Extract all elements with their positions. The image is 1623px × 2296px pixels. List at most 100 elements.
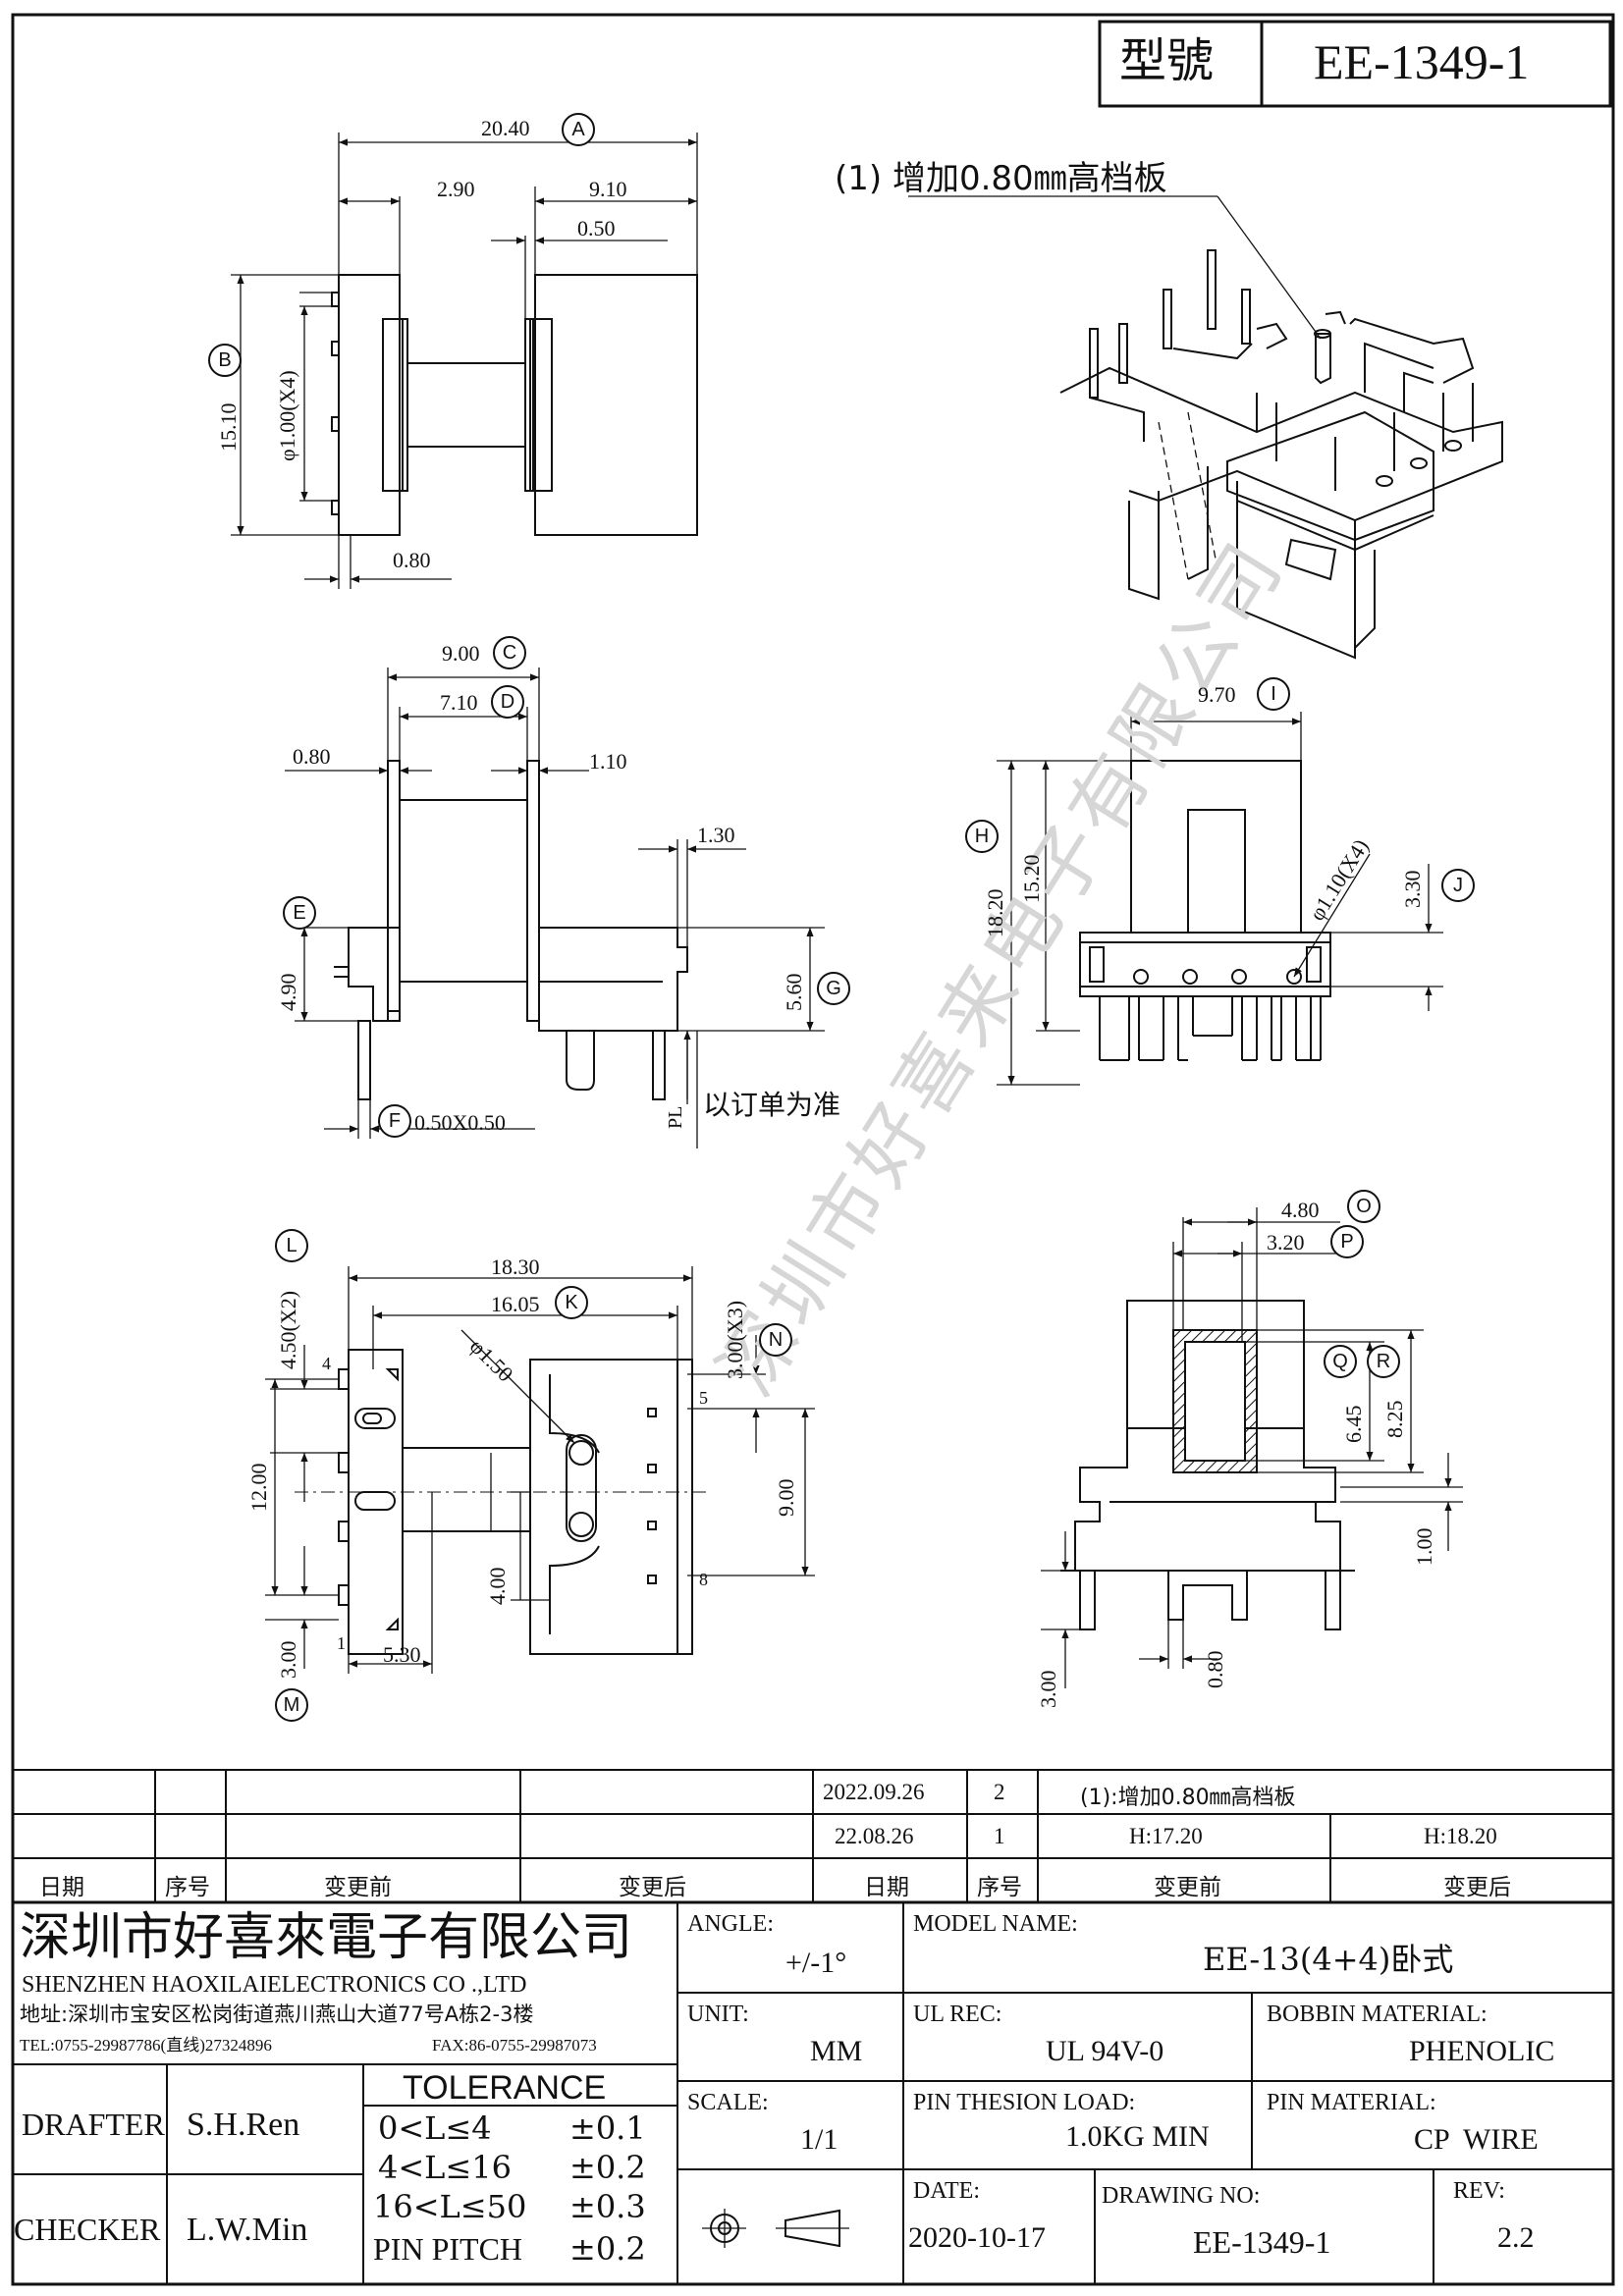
angle-label: ANGLE: [687,1911,774,1937]
dim-overall: 20.40 [481,116,530,140]
checker-label: CHECKER [14,2212,161,2247]
revision-table-lines [13,1769,1613,1904]
tag-a: A [562,113,595,146]
pin-8-label: 8 [699,1570,708,1589]
pinmat-label: PIN MATERIAL: [1267,2090,1436,2115]
tol-range-2: 16<L≤50 [373,2188,527,2225]
tol-value-2: ±0.3 [569,2188,646,2225]
tag-h: H [965,820,999,853]
dim-sec-p: 3.20 [1267,1230,1305,1255]
dim-bot-total: 18.30 [491,1255,540,1279]
company-fax: FAX:86-0755-29987073 [432,2036,597,2055]
tag-f: F [378,1104,411,1138]
rev2-before: (1):增加0.80㎜高档板 [1080,1786,1296,1810]
dim-side-left-flange: 0.80 [293,744,331,769]
rev-label: REV: [1453,2178,1505,2204]
tag-g: G [817,972,850,1005]
bobbin-value: PHENOLIC [1409,2035,1555,2067]
tol-value-0: ±0.1 [569,2109,646,2147]
pl-text: 以订单为准 [703,1089,841,1121]
tol-range-1: 4<L≤16 [378,2149,512,2186]
angle-value: +/-1° [785,1947,847,1979]
hdr-seq-right: 序号 [977,1875,1022,1900]
hdr-seq-left: 序号 [165,1875,210,1900]
tol-range-0: 0<L≤4 [378,2109,492,2147]
dim-sec-1: 1.00 [1412,1527,1436,1567]
model-label: 型號 [1119,33,1215,88]
dim-front-width: 9.70 [1198,682,1236,707]
rev1-seq: 1 [994,1824,1005,1848]
drawing-value: EE-1349-1 [1193,2224,1331,2260]
hdr-after-right: 变更后 [1443,1875,1511,1900]
scale-value: 1/1 [800,2123,839,2156]
model-name-label: MODEL NAME: [913,1911,1078,1937]
dim-sec-q: 6.45 [1341,1405,1366,1444]
bobbin-label: BOBBIN MATERIAL: [1267,2002,1488,2027]
dim-bot-m: 3.00 [276,1640,300,1680]
pin-5-label: 5 [699,1388,708,1408]
load-value: 1.0KG MIN [1065,2120,1210,2153]
dim-front-j: 3.30 [1400,870,1425,909]
checker-name: L.W.Min [187,2212,308,2248]
rev1-date: 22.08.26 [835,1824,914,1848]
isometric-view [908,195,1503,660]
dim-sec-08: 0.80 [1203,1650,1227,1689]
tag-m: M [275,1688,308,1722]
hdr-before-right: 变更前 [1154,1875,1221,1900]
rev-value: 2.2 [1497,2221,1535,2254]
dim-front-body: 15.20 [1019,854,1044,904]
front-view [997,712,1443,1086]
sheet-border [11,13,1615,2286]
dim-bot-53: 5.30 [383,1642,421,1667]
dim-side-right-flange: 1.10 [589,749,627,774]
pin-4-label: 4 [322,1354,331,1373]
section-view [1041,1207,1463,1688]
company-cn: 深圳市好喜來電子有限公司 [20,1908,633,1967]
tol-value-3: ±0.2 [569,2230,646,2268]
drawing-label: DRAWING NO: [1102,2183,1261,2209]
hdr-date-right: 日期 [864,1875,909,1900]
model-name-value: EE-13(4+4)卧式 [1203,1941,1454,1978]
dim-side-g: 5.60 [782,973,806,1012]
tol-range-3: PIN PITCH [373,2231,523,2267]
unit-label: UNIT: [687,2002,749,2027]
dim-bot-12: 12.00 [246,1463,271,1513]
tag-d: D [491,685,524,719]
model-value: EE-1349-1 [1314,34,1530,89]
dim-bot-l: 4.50(X2) [276,1290,300,1369]
tolerance-title: TOLERANCE [403,2069,607,2107]
company-addr: 地址:深圳市宝安区松岗街道燕川燕山大道77号A栋2-3楼 [20,2002,534,2026]
date-value: 2020-10-17 [908,2221,1046,2254]
tag-i: I [1257,677,1290,711]
dim-side-step: 1.30 [697,823,735,847]
tag-j: J [1441,869,1475,902]
bottom-view [265,1266,815,1674]
tag-o: O [1347,1190,1380,1223]
side-view [285,667,825,1148]
dim-sec-o: 4.80 [1281,1198,1320,1222]
scale-label: SCALE: [687,2090,769,2115]
hdr-date-left: 日期 [39,1875,84,1900]
dim-gap: 0.50 [577,216,616,240]
title-box [1098,20,1612,108]
note-text: (1) 增加0.80㎜高档板 [835,159,1167,198]
tag-b: B [208,344,242,377]
dim-sec-3: 3.00 [1036,1670,1060,1709]
hdr-before-left: 变更前 [324,1875,392,1900]
tag-p: P [1330,1225,1364,1258]
dim-bot-4: 4.00 [485,1567,510,1606]
top-view [231,133,698,589]
dim-sec-r: 8.25 [1382,1400,1407,1439]
tag-n: N [759,1323,792,1357]
company-en: SHENZHEN HAOXILAIELECTRONICS CO .,LTD [22,1972,527,1998]
rev2-date: 2022.09.26 [823,1780,925,1804]
drafter-name: S.H.Ren [187,2107,300,2143]
dim-bottom: 0.80 [393,548,431,572]
company-tel: TEL:0755-29987786(直线)27324896 [20,2036,272,2055]
dim-bot-9: 9.00 [774,1478,798,1518]
dim-bot-k: 16.05 [491,1292,540,1316]
dim-bot-n: 3.00(X3) [723,1300,747,1379]
dim-side-top: 9.00 [442,641,480,666]
